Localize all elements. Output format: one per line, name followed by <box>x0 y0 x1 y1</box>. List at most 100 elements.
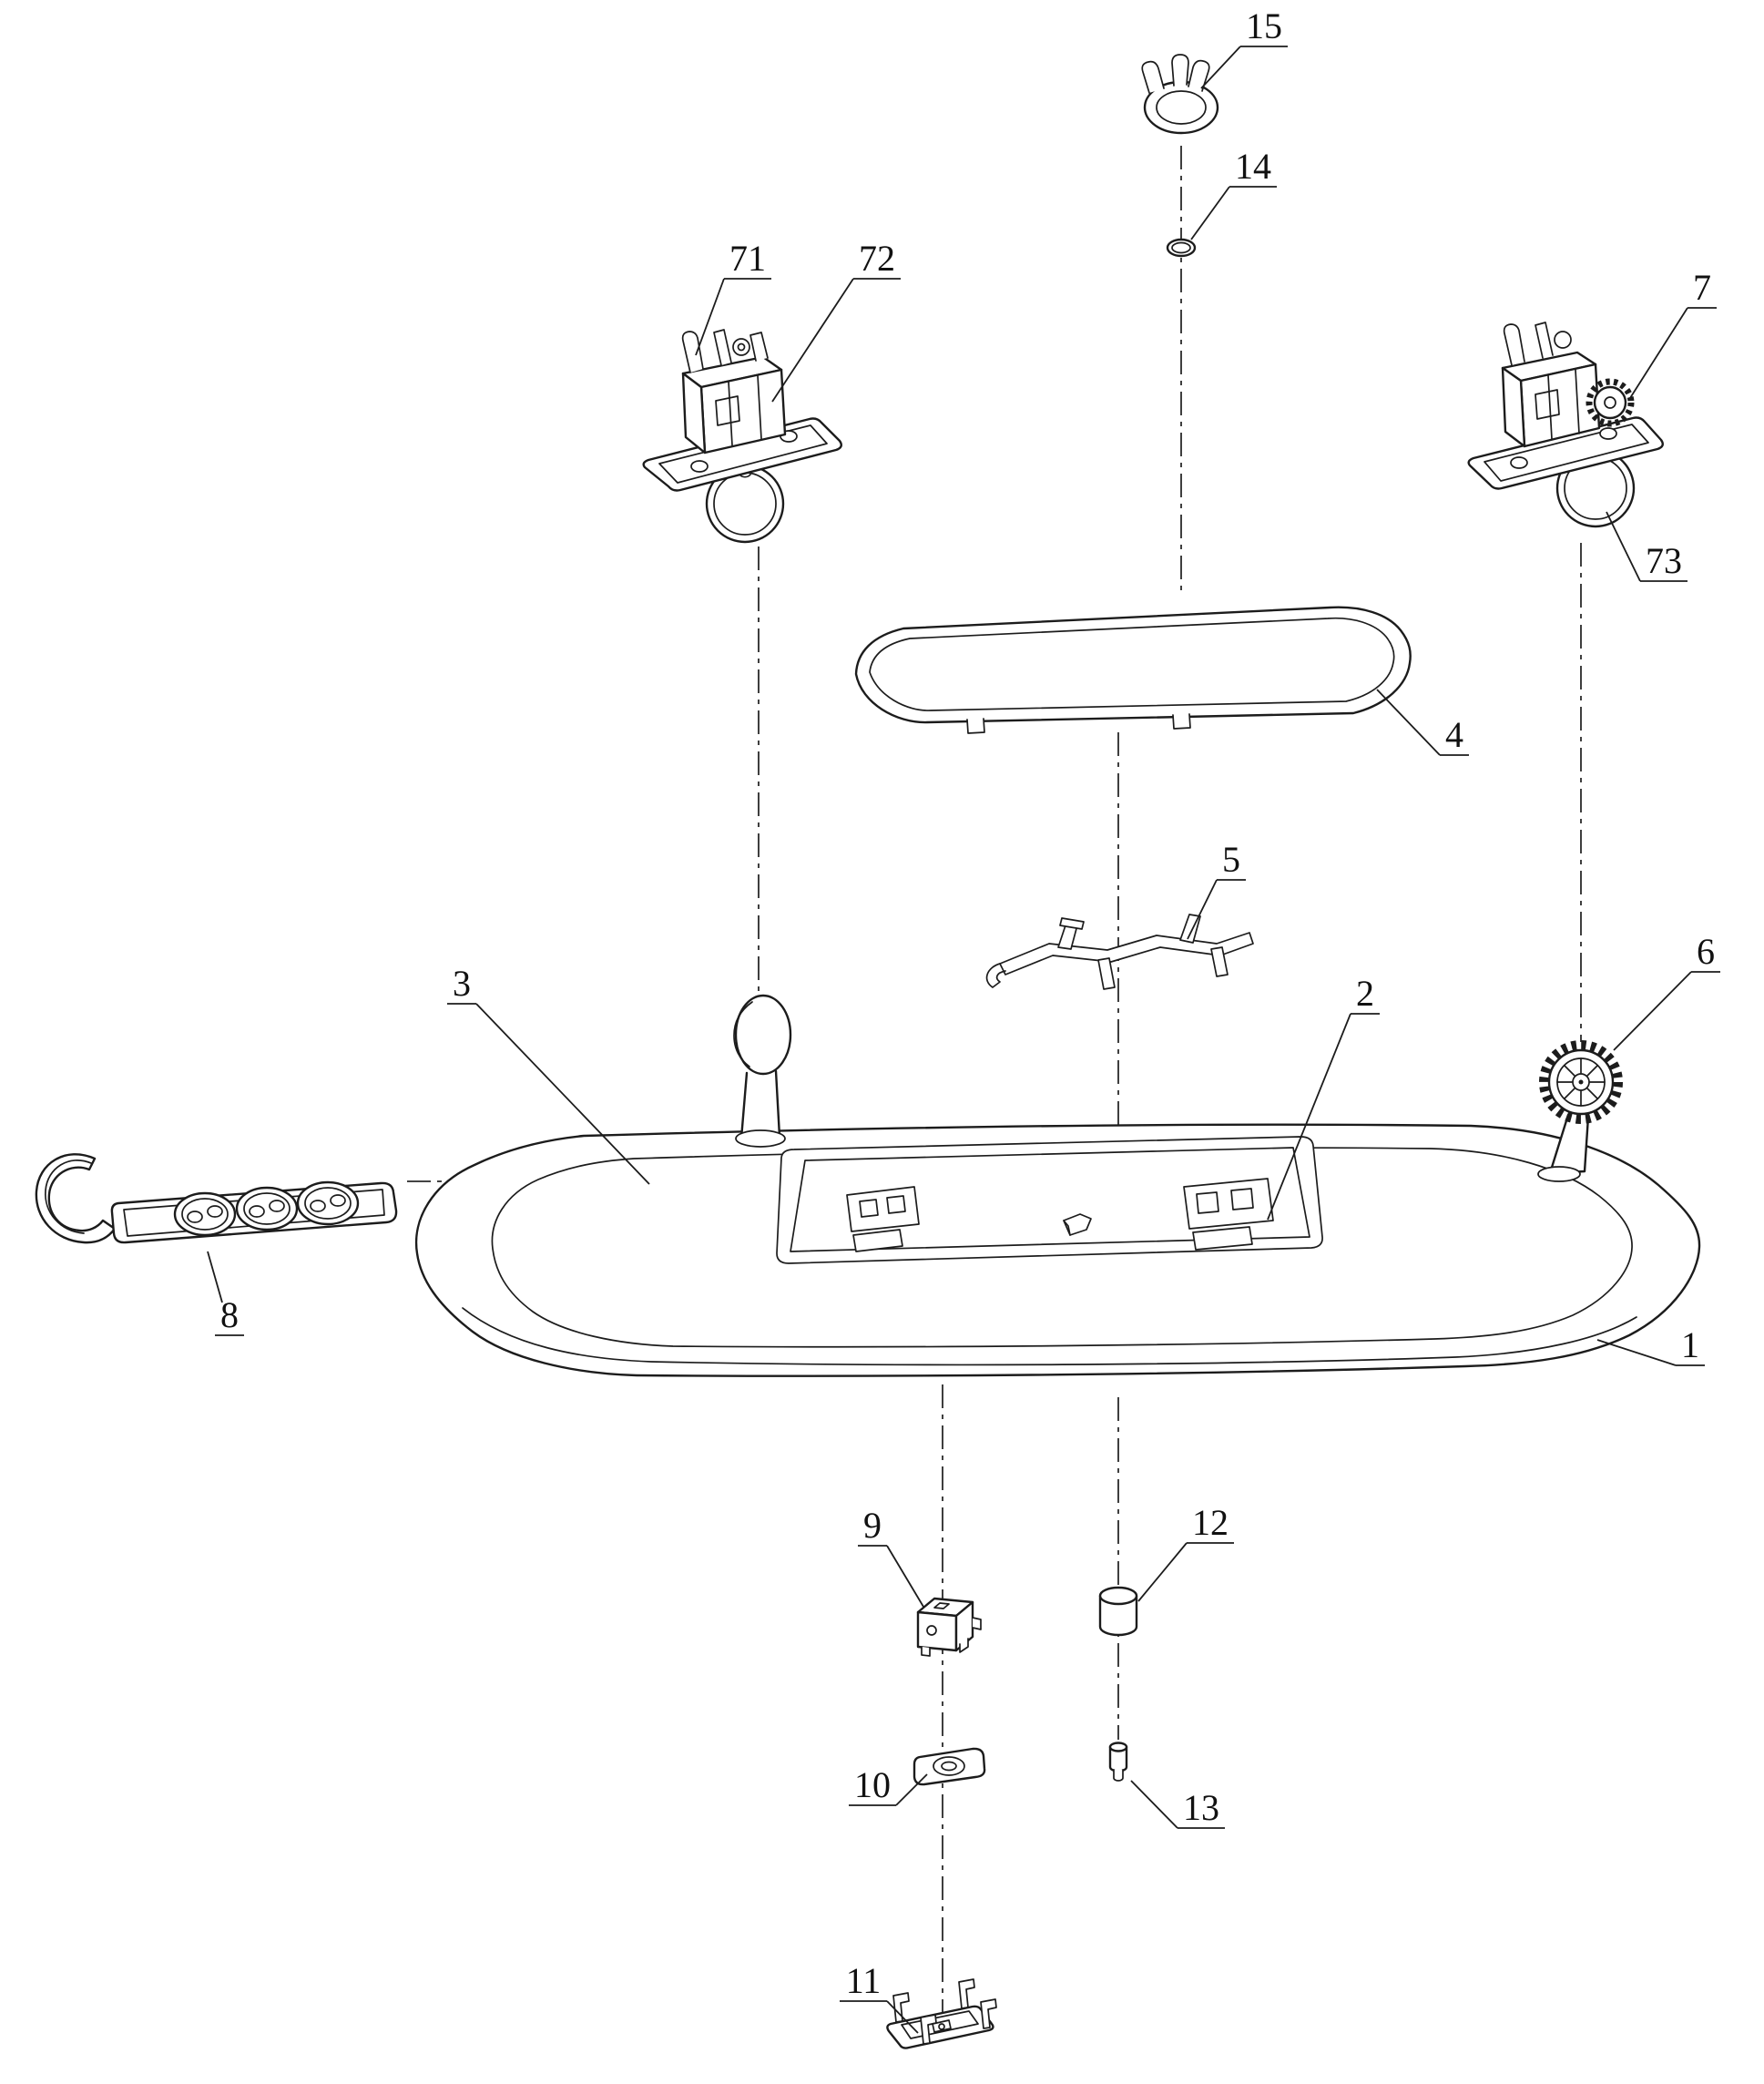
leader-line-10 <box>895 1773 928 1806</box>
part-1-visor-body-detail <box>1230 1188 1254 1211</box>
pivot-collar <box>735 1129 786 1148</box>
visor-inner-rim <box>491 1147 1633 1348</box>
part-9-switch-block-detail <box>933 1602 950 1609</box>
part-8-rod-clip-and-button-strip-detail <box>330 1194 346 1207</box>
gear-spokes <box>1556 1057 1606 1107</box>
part-6-adjuster-gear <box>1537 1040 1623 1182</box>
part-8-rod-clip-and-button-strip-detail <box>269 1200 285 1212</box>
leader-line-6 <box>1613 971 1692 1051</box>
part-10-washer-plate-detail <box>941 1761 957 1772</box>
part-1-visor-body <box>414 1123 1701 1377</box>
part-label-72: 72 <box>859 238 895 279</box>
part-8-rod-clip-and-button-strip-detail <box>207 1205 223 1218</box>
part-71-72-left-hinge-bracket-detail <box>690 460 709 473</box>
part-8-rod-clip-and-button-strip-detail <box>181 1198 229 1231</box>
visor-bottom-seam <box>462 1307 1637 1366</box>
ring-prong <box>1171 54 1189 87</box>
part-8-rod-clip-and-button-strip-detail <box>310 1200 326 1212</box>
part-label-14: 14 <box>1235 146 1271 187</box>
mirror-recess-inner <box>790 1147 1310 1252</box>
gear-collar <box>1537 1166 1581 1182</box>
clip-spring <box>1554 331 1572 349</box>
part-13-screw-pin <box>1108 1742 1128 1782</box>
leader-line-15 <box>1200 46 1241 89</box>
pivot-knob <box>734 994 792 1076</box>
button-cap <box>296 1180 360 1226</box>
cover-tab <box>1172 713 1191 730</box>
bracket-housing-side <box>1501 366 1526 448</box>
part-label-5: 5 <box>1222 839 1240 880</box>
part-7-73-right-hinge-bracket-detail <box>1535 389 1560 420</box>
leader-line-13 <box>1130 1780 1178 1829</box>
part-1-visor-body-detail <box>1063 1220 1071 1236</box>
part-9-switch-block-detail <box>972 1617 982 1630</box>
part-label-10: 10 <box>854 1764 891 1805</box>
part-7-73-right-hinge-bracket-detail <box>1604 396 1616 409</box>
part-label-7: 7 <box>1693 267 1711 308</box>
part-label-13: 13 <box>1183 1787 1219 1828</box>
ring-prong <box>1188 59 1210 92</box>
part-label-71: 71 <box>729 238 766 279</box>
part-label-15: 15 <box>1246 5 1282 46</box>
leader-line-1 <box>1596 1339 1677 1366</box>
part-7-gear-knob <box>1586 378 1635 427</box>
part-label-3: 3 <box>453 963 471 1004</box>
leader-line-14 <box>1190 186 1230 240</box>
part-8-rod-clip-and-button-strip-detail <box>243 1192 291 1225</box>
leader-line-3 <box>475 1003 650 1185</box>
part-1-visor-body-detail <box>1192 1226 1253 1251</box>
part-71-72-left-hinge-bracket-detail <box>749 332 769 362</box>
part-5-spring-bracket-detail <box>1059 917 1085 930</box>
part-label-2: 2 <box>1356 973 1374 1014</box>
part-9-switch-block-detail <box>926 1625 937 1636</box>
clip-prong <box>1503 323 1525 366</box>
part-label-1: 1 <box>1681 1324 1699 1365</box>
part-4-mirror-cover <box>854 606 1412 734</box>
part-13-screw-pin-detail <box>1108 1742 1128 1752</box>
part-12-bushing-detail <box>1098 1586 1138 1606</box>
part-9-switch-block-detail <box>959 1638 969 1653</box>
part-13-screw-pin-detail <box>1113 1769 1124 1782</box>
bracket-post <box>958 1978 975 2009</box>
part-5-spring-bracket-detail <box>985 963 1006 988</box>
bracket-band <box>999 932 1254 976</box>
part-label-11: 11 <box>846 1960 882 2001</box>
bracket-post <box>980 1998 997 2029</box>
button-cap <box>173 1191 237 1237</box>
part-5-spring-bracket-detail <box>1210 946 1229 977</box>
part-8-rod-clip-and-button-strip-detail <box>249 1205 265 1218</box>
pivot-stem <box>739 1069 781 1140</box>
part-71-72-left-hinge-bracket-detail <box>715 395 740 426</box>
part-14-washer <box>1166 238 1197 258</box>
leader-line-8 <box>207 1251 223 1303</box>
recess-left-fitting <box>846 1186 920 1232</box>
part-2-mirror-recess <box>776 1136 1323 1264</box>
part-71-clip-prong <box>713 329 732 366</box>
part-9-switch-block-detail <box>921 1646 931 1657</box>
part-71-72-left-hinge-bracket-detail <box>728 374 762 446</box>
button-strip-inner <box>123 1189 385 1237</box>
leader-line-71 <box>695 278 725 356</box>
part-71-72-left-hinge-bracket <box>642 329 842 544</box>
leader-line-9 <box>886 1545 924 1608</box>
clip-spring <box>732 338 750 356</box>
part-71-72-left-hinge-bracket-detail <box>737 342 746 352</box>
leader-line-11 <box>886 2000 919 2034</box>
part-1-visor-body-detail <box>852 1229 903 1252</box>
part-10-washer-plate <box>913 1747 986 1786</box>
bracket-housing-side <box>681 372 707 455</box>
part-9-switch-block-detail <box>916 1610 958 1652</box>
ring-inner <box>1156 90 1207 125</box>
part-label-8: 8 <box>220 1294 239 1335</box>
bracket-post <box>892 1992 910 2023</box>
cover-tab <box>966 718 985 734</box>
part-15-retainer-ring <box>1141 54 1219 135</box>
part-1-visor-body-detail <box>1196 1191 1219 1214</box>
part-9-switch-block <box>916 1597 982 1657</box>
cover-inner <box>869 617 1395 711</box>
rod-clip-hook <box>35 1153 117 1244</box>
cover-outer <box>854 606 1412 724</box>
part-7-73-right-hinge-bracket-detail <box>1547 369 1580 440</box>
part-label-9: 9 <box>863 1505 882 1546</box>
